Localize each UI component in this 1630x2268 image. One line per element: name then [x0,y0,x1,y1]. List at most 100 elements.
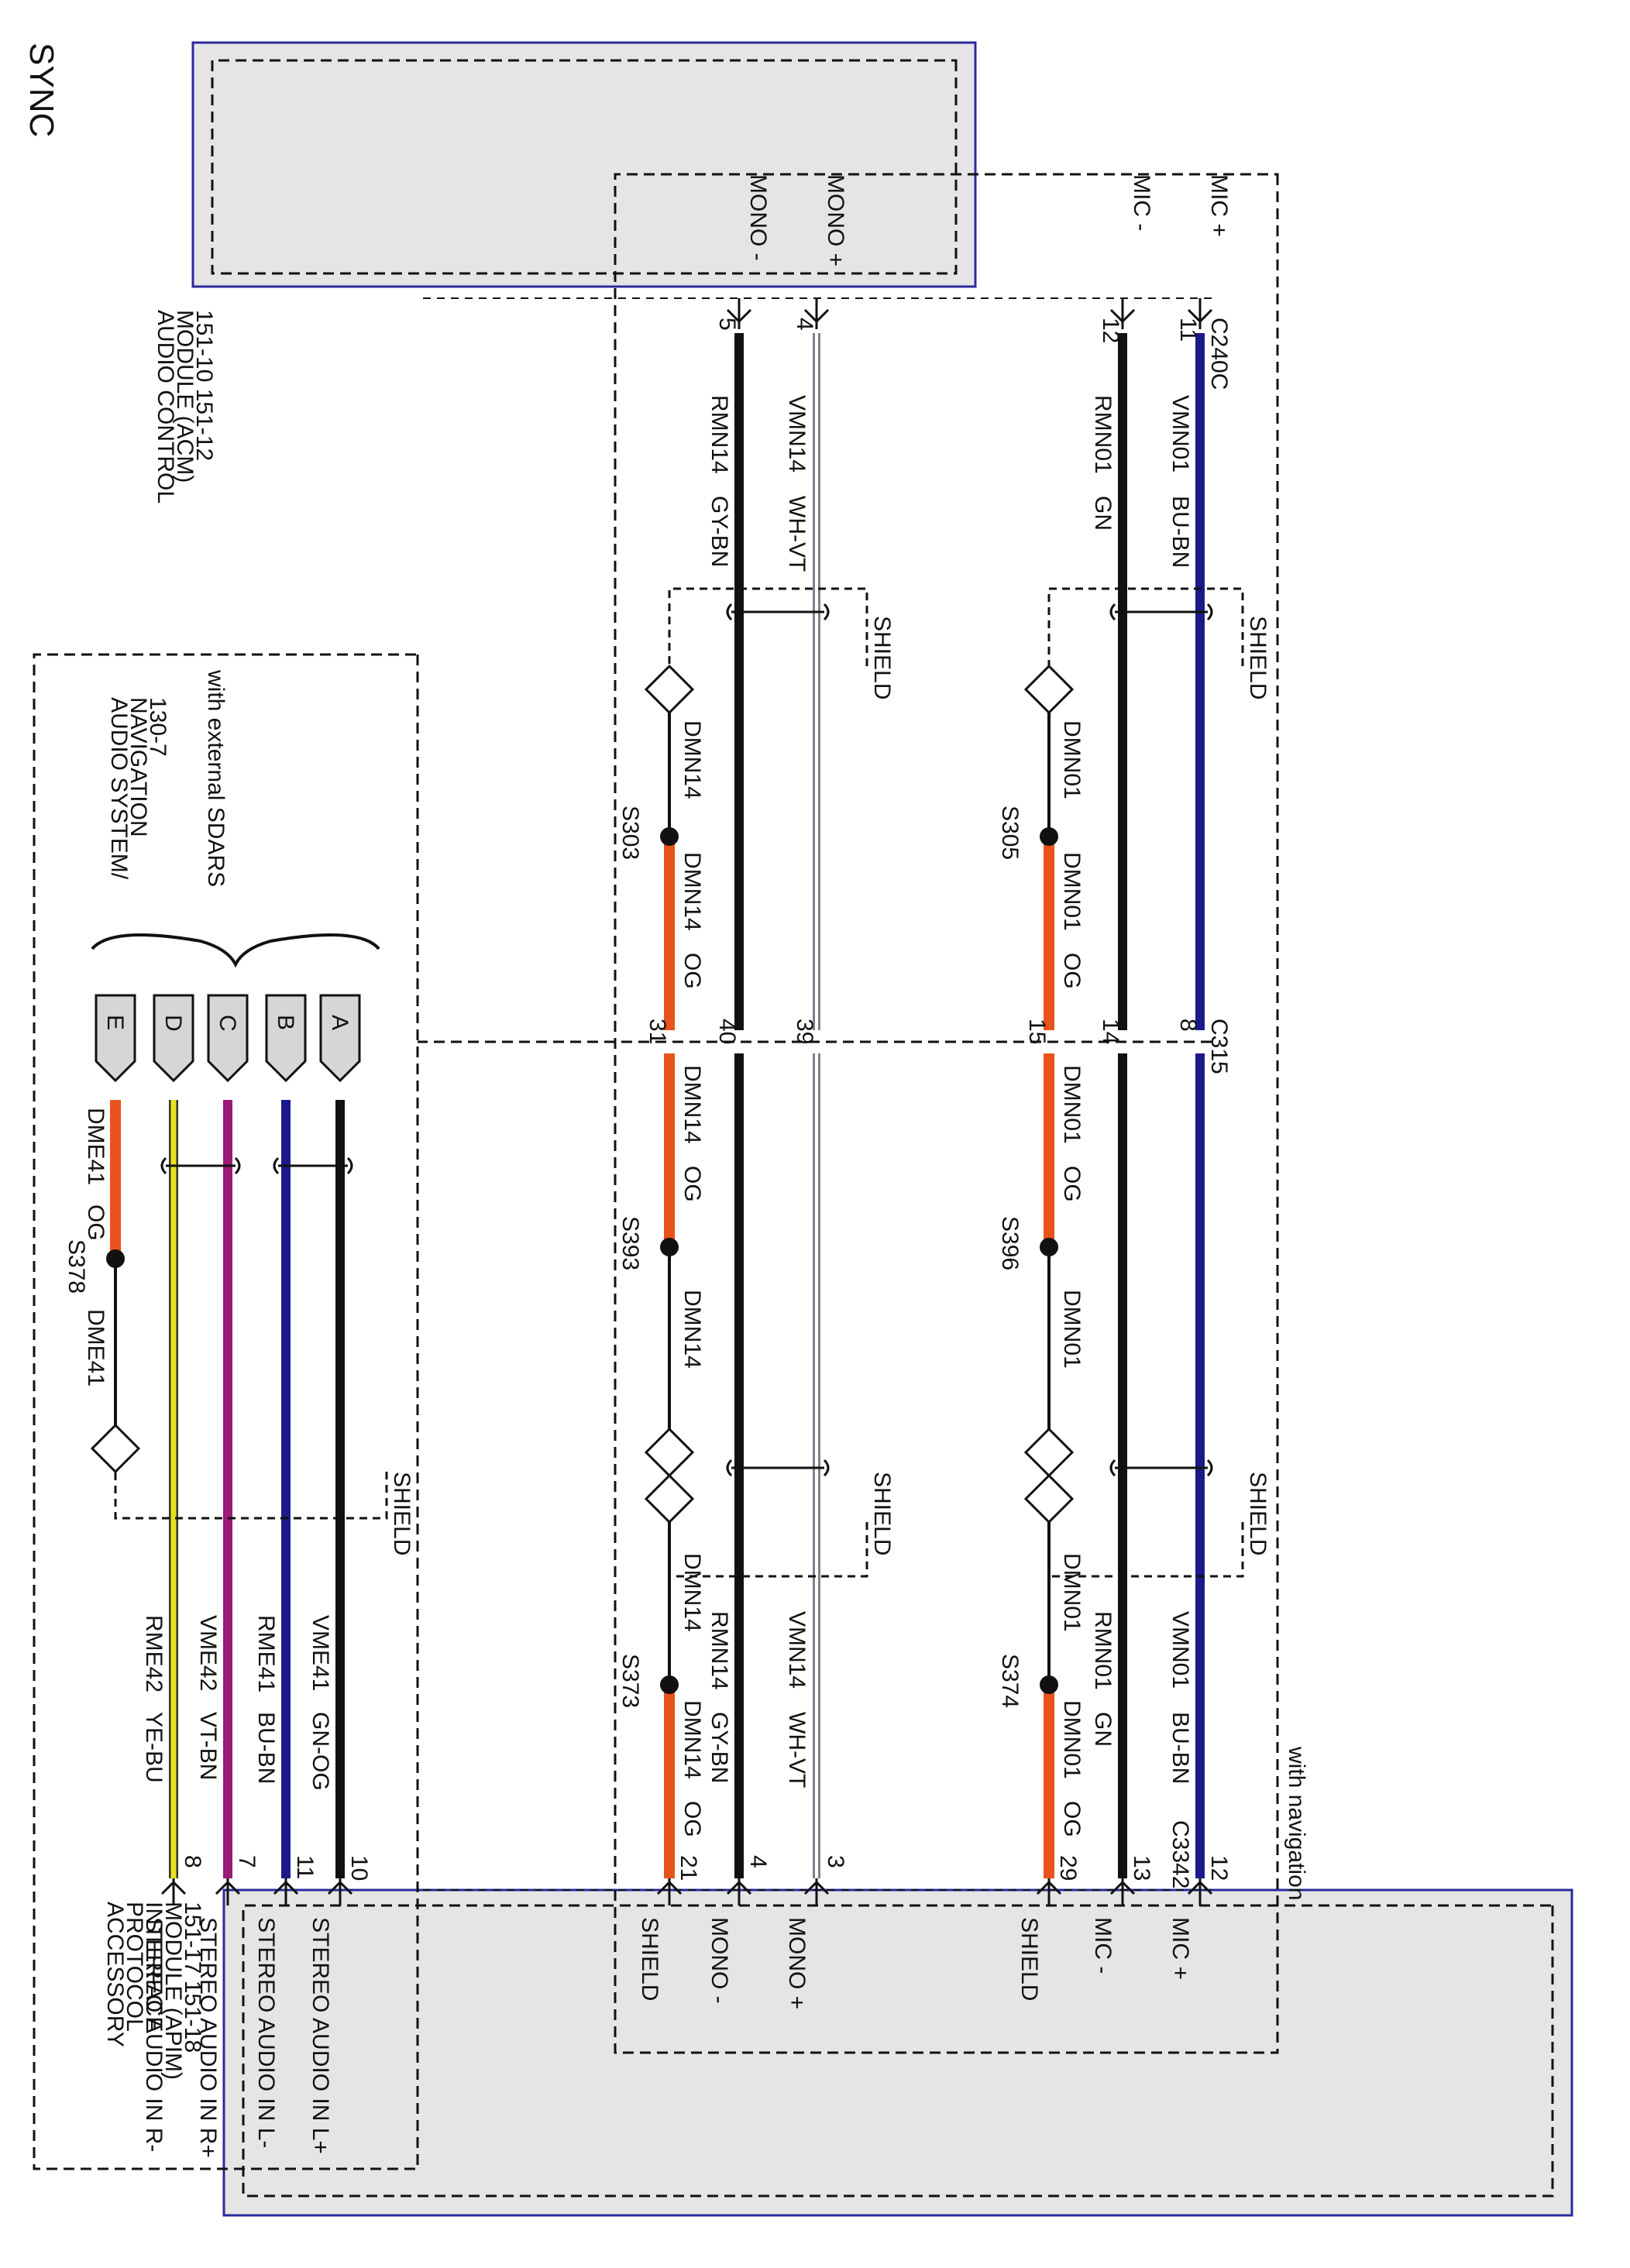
label-dmn14-og-d: OG [679,1166,705,1202]
label-dmn14-og-g: OG [679,1801,705,1837]
audio-system-name-2: NAVIGATION [126,697,151,837]
apim-pin-num-4: 4 [745,1855,771,1868]
c315-pin-14: 14 [1098,1019,1123,1044]
acm-name-line3: 151-10 151-12 [191,310,217,461]
label-rmn01-a: RMN01 [1090,395,1116,474]
connector-brace [91,933,380,968]
apim-pin-num-10: 10 [346,1855,372,1881]
apim-name-line5: 151-17 151-18 [180,1902,205,2053]
label-rmn01-color-a: GN [1090,496,1116,531]
c315-pin-40: 40 [714,1019,740,1044]
splice-s378: S378 [64,1239,89,1294]
shield-label-5: SHIELD [389,1472,414,1555]
label-dmn01-g: DMN01 [1059,1700,1085,1779]
apim-name-line4: MODULE (APIM) [160,1902,186,2080]
audio-system-name-3: 130-7 [145,697,170,757]
acm-pin-num-12: 12 [1098,318,1123,343]
splice-s373: S373 [617,1654,643,1708]
label-rmn14-color-a: GY-BN [707,496,732,567]
label-dme41-b: DME41 [83,1309,108,1387]
apim-pin-mono-minus: MONO - [707,1917,732,2004]
apim-pin-shield1: SHIELD [1016,1917,1042,2001]
shield-boxes [114,587,1244,1578]
label-vmn14-color-a: WH-VT [784,496,810,572]
apim-pin-num-7: 7 [234,1855,260,1868]
apim-name-line2: PROTOCOL [122,1902,147,2032]
label-vmn14-color-b: WH-VT [784,1712,810,1788]
apim-pin-num-12: 12 [1206,1855,1232,1881]
c315-label: C315 [1206,1019,1232,1074]
label-dmn01-d: DMN01 [1059,1065,1085,1144]
shield-ground-icons [90,664,1075,1524]
label-dmn14-b: DMN14 [679,720,705,799]
audio-system-pin-tags [95,994,361,1083]
acm-pin-num-11: 11 [1175,318,1201,342]
with-navigation-note: with navigation [1284,1746,1309,1900]
label-vme42: VME42 [195,1615,221,1691]
with-navigation-region [614,173,1279,2054]
label-rmn14-color-b: GY-BN [707,1712,732,1783]
external-sdars-region [33,653,419,2170]
terminal-arrows [160,298,1213,1905]
shield-label-3: SHIELD [869,616,895,699]
acm-pin-mic-minus: MIC - [1129,174,1154,231]
apim-pin-num-21: 21 [676,1855,701,1881]
label-dme41-og: OG [83,1204,108,1241]
label-vme42-color: VT-BN [195,1712,221,1780]
apim-pin-num-3: 3 [823,1855,848,1868]
apim-pin-shield2: SHIELD [637,1917,662,2001]
acm-inner [211,59,958,275]
splice-dots [106,827,1058,1694]
label-dmn14-e: DMN14 [679,1290,705,1369]
acm-connector: C240C [1206,318,1232,390]
label-vme41: VME41 [308,1615,333,1691]
splice-s303: S303 [617,806,643,860]
label-rme41: RME41 [253,1615,279,1692]
audio-system-note: with external SDARS [203,669,229,887]
acm-pin-mic-plus: MIC + [1206,174,1232,237]
acm-pin-num-5: 5 [714,318,740,331]
label-dmn01-f: DMN01 [1059,1553,1085,1632]
label-dmn01-og-c: OG [1059,953,1085,989]
label-rmn14-b: RMN14 [707,1611,732,1690]
apim-pin-stereo-l-minus: STEREO AUDIO IN L- [253,1917,279,2148]
apim-pin-mic-minus: MIC - [1090,1917,1116,1974]
acm-module [191,41,977,288]
audio-pin-c: C [215,1015,240,1032]
audio-pin-a: A [327,1015,352,1030]
label-dmn14-d: DMN14 [679,1065,705,1144]
label-vmn01-color-a: BU-BN [1167,496,1193,568]
apim-inner [242,1904,1554,2198]
c315-pin-39: 39 [792,1019,817,1044]
label-dmn14-f: DMN14 [679,1553,705,1632]
label-dmn01-og-d: OG [1059,1166,1085,1202]
acm-pin-mono-plus: MONO + [823,174,848,266]
audio-pin-d: D [160,1015,186,1032]
apim-pin-num-13: 13 [1129,1855,1154,1881]
label-dmn01-og-g: OG [1059,1801,1085,1837]
label-dmn14-c: DMN14 [679,852,705,931]
splice-s396: S396 [997,1216,1023,1270]
c315-pin-15: 15 [1024,1019,1050,1044]
splice-s305: S305 [997,806,1023,860]
apim-pin-mic-plus: MIC + [1167,1917,1193,1980]
label-rmn01-color-b: GN [1090,1712,1116,1747]
label-rmn14-a: RMN14 [707,395,732,474]
apim-pin-mono-plus: MONO + [784,1917,810,2009]
label-rme42: RME42 [141,1615,167,1692]
label-dmn01-c: DMN01 [1059,852,1085,931]
apim-connector: C3342 [1167,1820,1193,1888]
apim-pin-stereo-r-minus: STEREO AUDIO IN R- [141,1917,167,2152]
label-vme41-color: GN-OG [308,1712,333,1791]
label-dmn01-e: DMN01 [1059,1290,1085,1369]
label-vmn01-a: VMN01 [1167,395,1193,472]
c315-pin-31: 31 [645,1019,670,1044]
apim-pin-num-11: 11 [292,1855,318,1879]
label-rme42-color: YE-BU [141,1712,167,1783]
twist-markers [160,603,1213,1477]
label-dme41-a: DME41 [83,1108,108,1185]
label-vmn01-color-b: BU-BN [1167,1712,1193,1784]
apim-pin-num-29: 29 [1055,1855,1081,1881]
shield-label-1: SHIELD [1245,616,1271,699]
